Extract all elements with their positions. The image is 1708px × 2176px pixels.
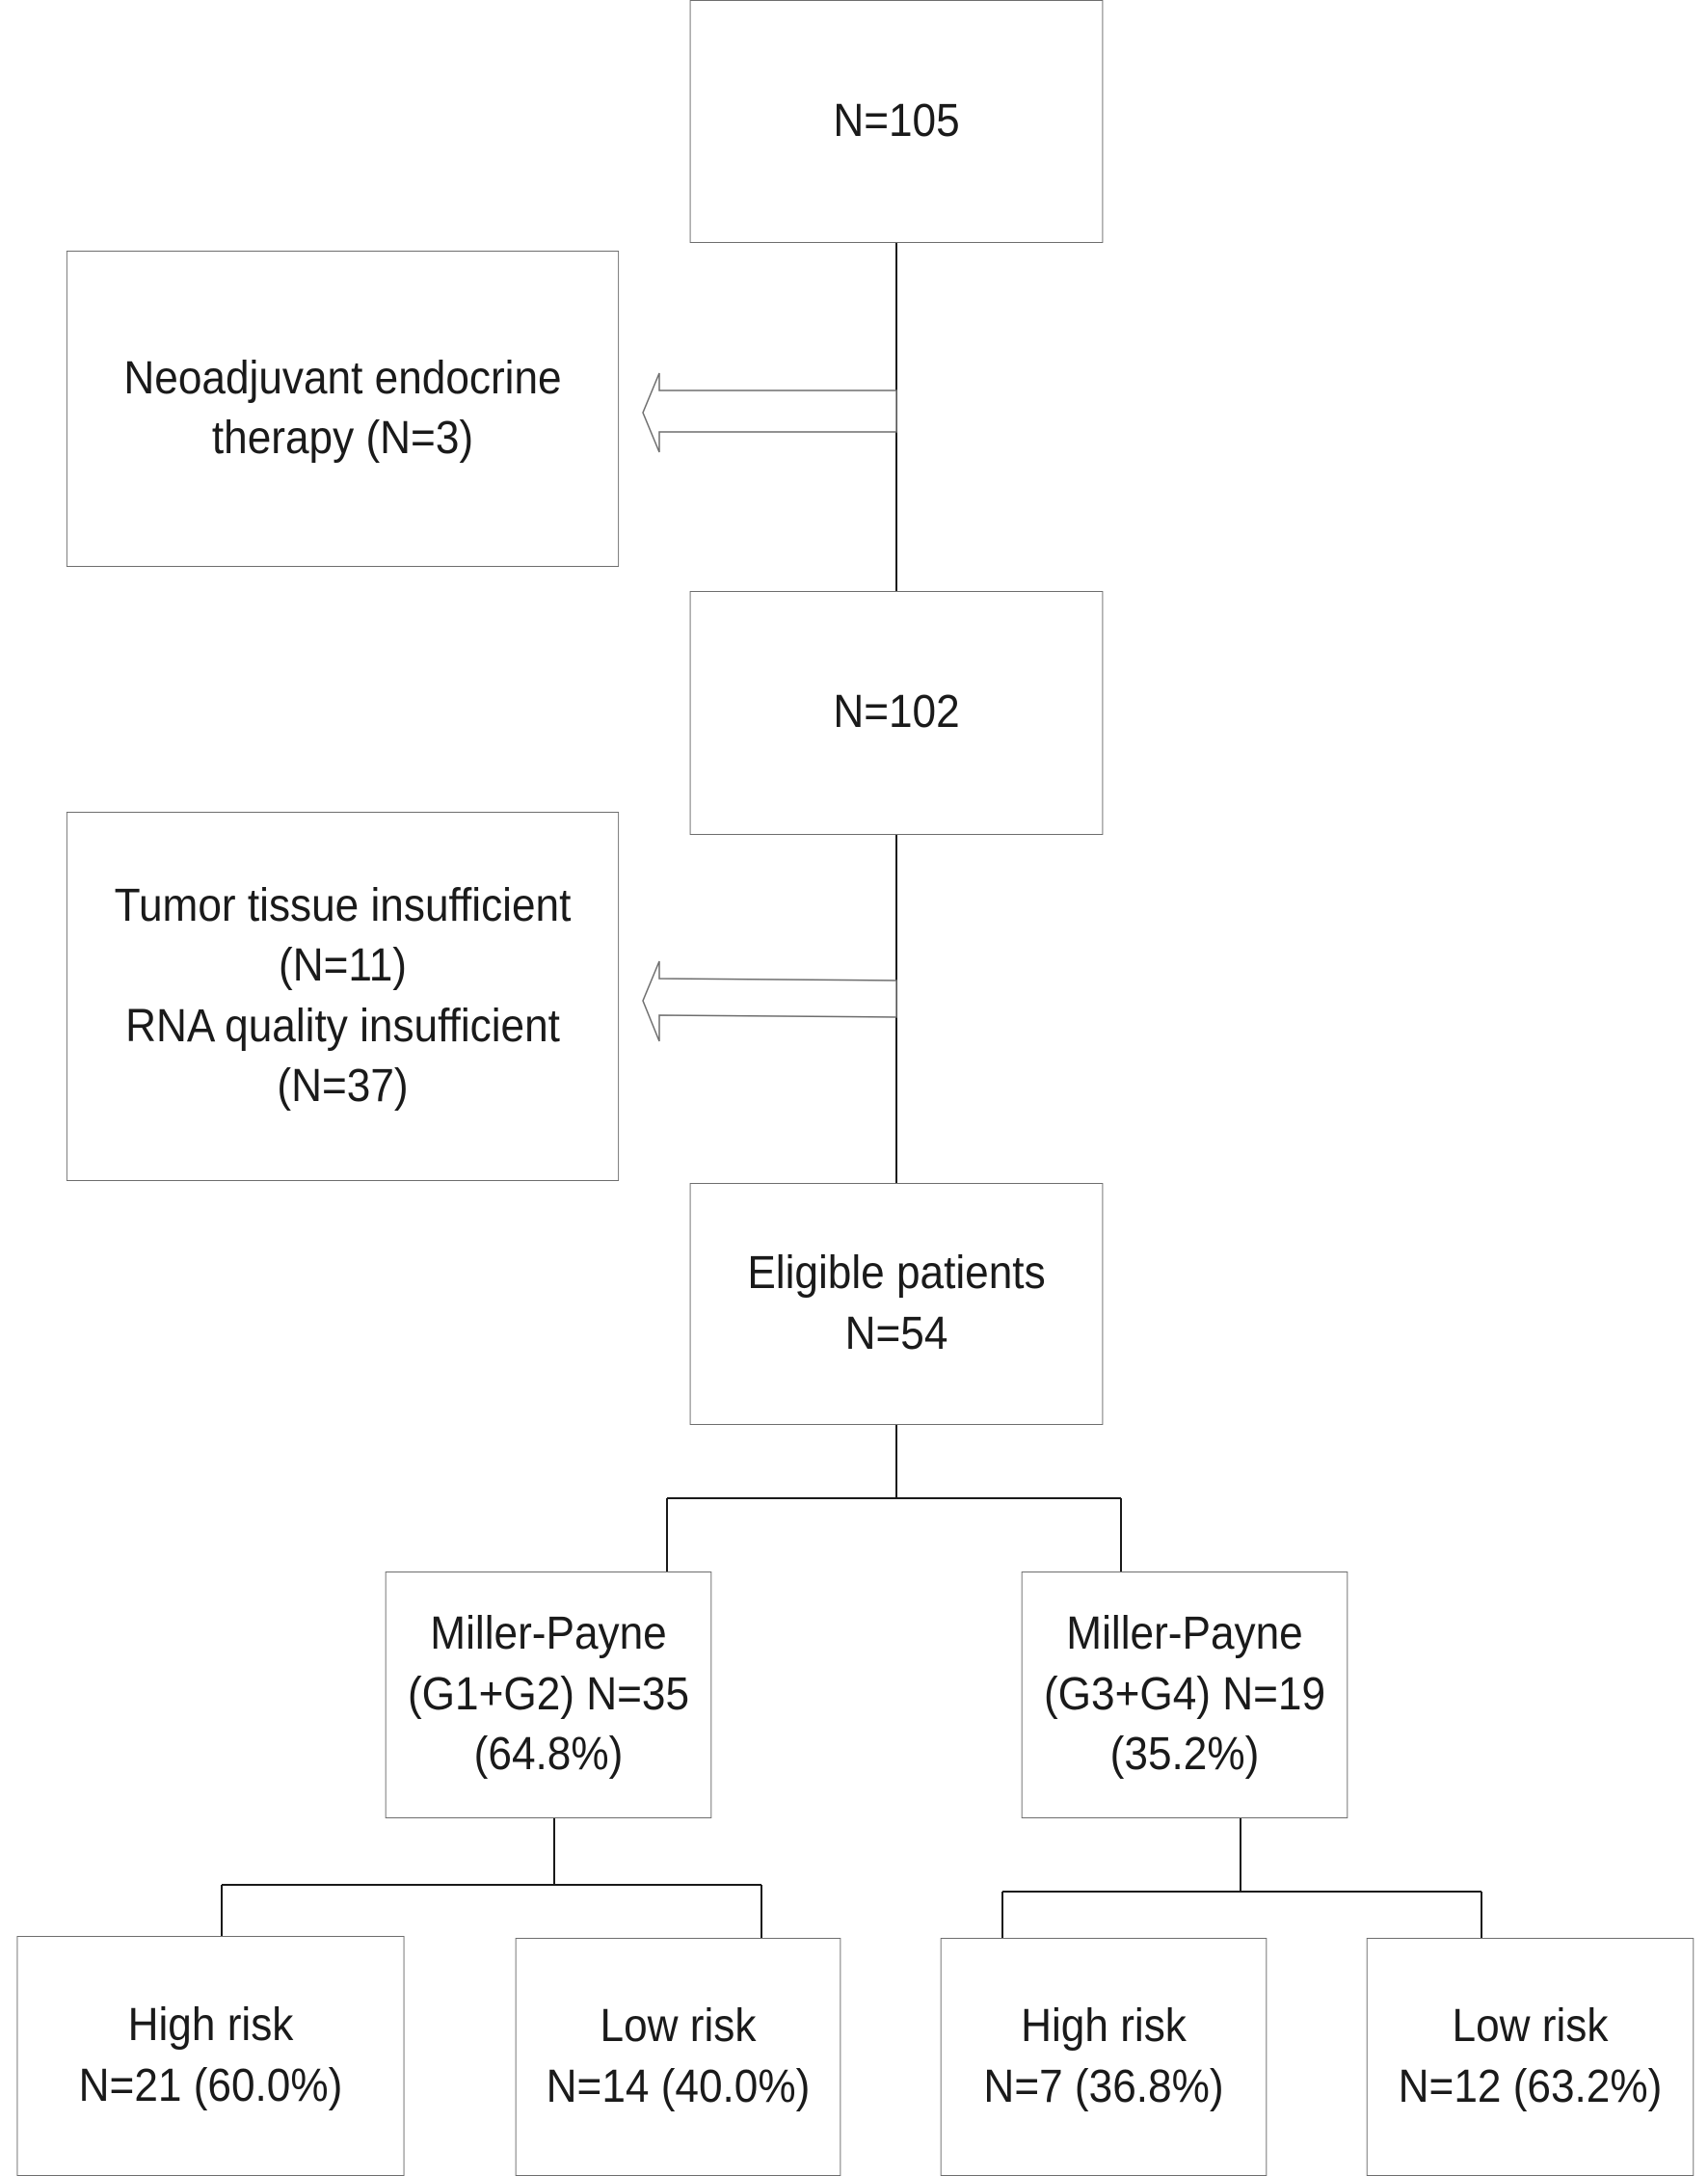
node-text-line: N=7 (36.8%) <box>983 2060 1224 2112</box>
node-text-line: Eligible patients <box>747 1248 1046 1300</box>
node-text-line: (G3+G4) N=19 <box>1043 1668 1326 1720</box>
node-text-line: (64.8%) <box>473 1729 624 1781</box>
node-text-line: N=14 (40.0%) <box>546 2060 811 2112</box>
node-text-line: Low risk <box>600 2001 757 2053</box>
node-text-line: (N=11) <box>279 940 407 992</box>
node-text-line: (35.2%) <box>1109 1729 1260 1781</box>
node-text-line: RNA quality insufficient <box>125 1000 560 1052</box>
node-group-g1g2: Miller-Payne (G1+G2) N=35 (64.8%) <box>385 1572 712 1818</box>
node-text-line: High risk <box>1021 2001 1187 2053</box>
node-text-line: High risk <box>127 2000 294 2052</box>
node-text-line: N=54 <box>844 1307 948 1359</box>
node-text-line: N=21 (60.0%) <box>78 2059 343 2111</box>
node-exclusion-endocrine: Neoadjuvant endocrine therapy (N=3) <box>66 251 620 567</box>
node-text-line: Miller-Payne <box>1066 1608 1303 1660</box>
node-text-line: N=105 <box>833 94 960 147</box>
exclusion-arrow-1 <box>642 372 897 453</box>
node-exclusion-quality: Tumor tissue insufficient (N=11) RNA quali… <box>66 812 620 1181</box>
node-text-line: Tumor tissue insufficient <box>114 879 572 931</box>
node-group-g3g4: Miller-Payne (G3+G4) N=19 (35.2%) <box>1021 1572 1348 1818</box>
node-text-line: (G1+G2) N=35 <box>407 1668 690 1720</box>
node-text-line: N=102 <box>833 686 960 739</box>
node-text-line: Neoadjuvant endocrine <box>123 352 562 404</box>
node-start: N=105 <box>689 0 1104 243</box>
node-text-line: Miller-Payne <box>430 1608 667 1660</box>
node-text-line: (N=37) <box>277 1060 409 1112</box>
node-text-line: Low risk <box>1452 2001 1609 2053</box>
node-text-line: N=12 (63.2%) <box>1398 2060 1663 2112</box>
exclusion-arrow-2 <box>642 960 897 1042</box>
node-text-line: therapy (N=3) <box>211 413 474 464</box>
node-after-exclusion: N=102 <box>689 591 1104 835</box>
